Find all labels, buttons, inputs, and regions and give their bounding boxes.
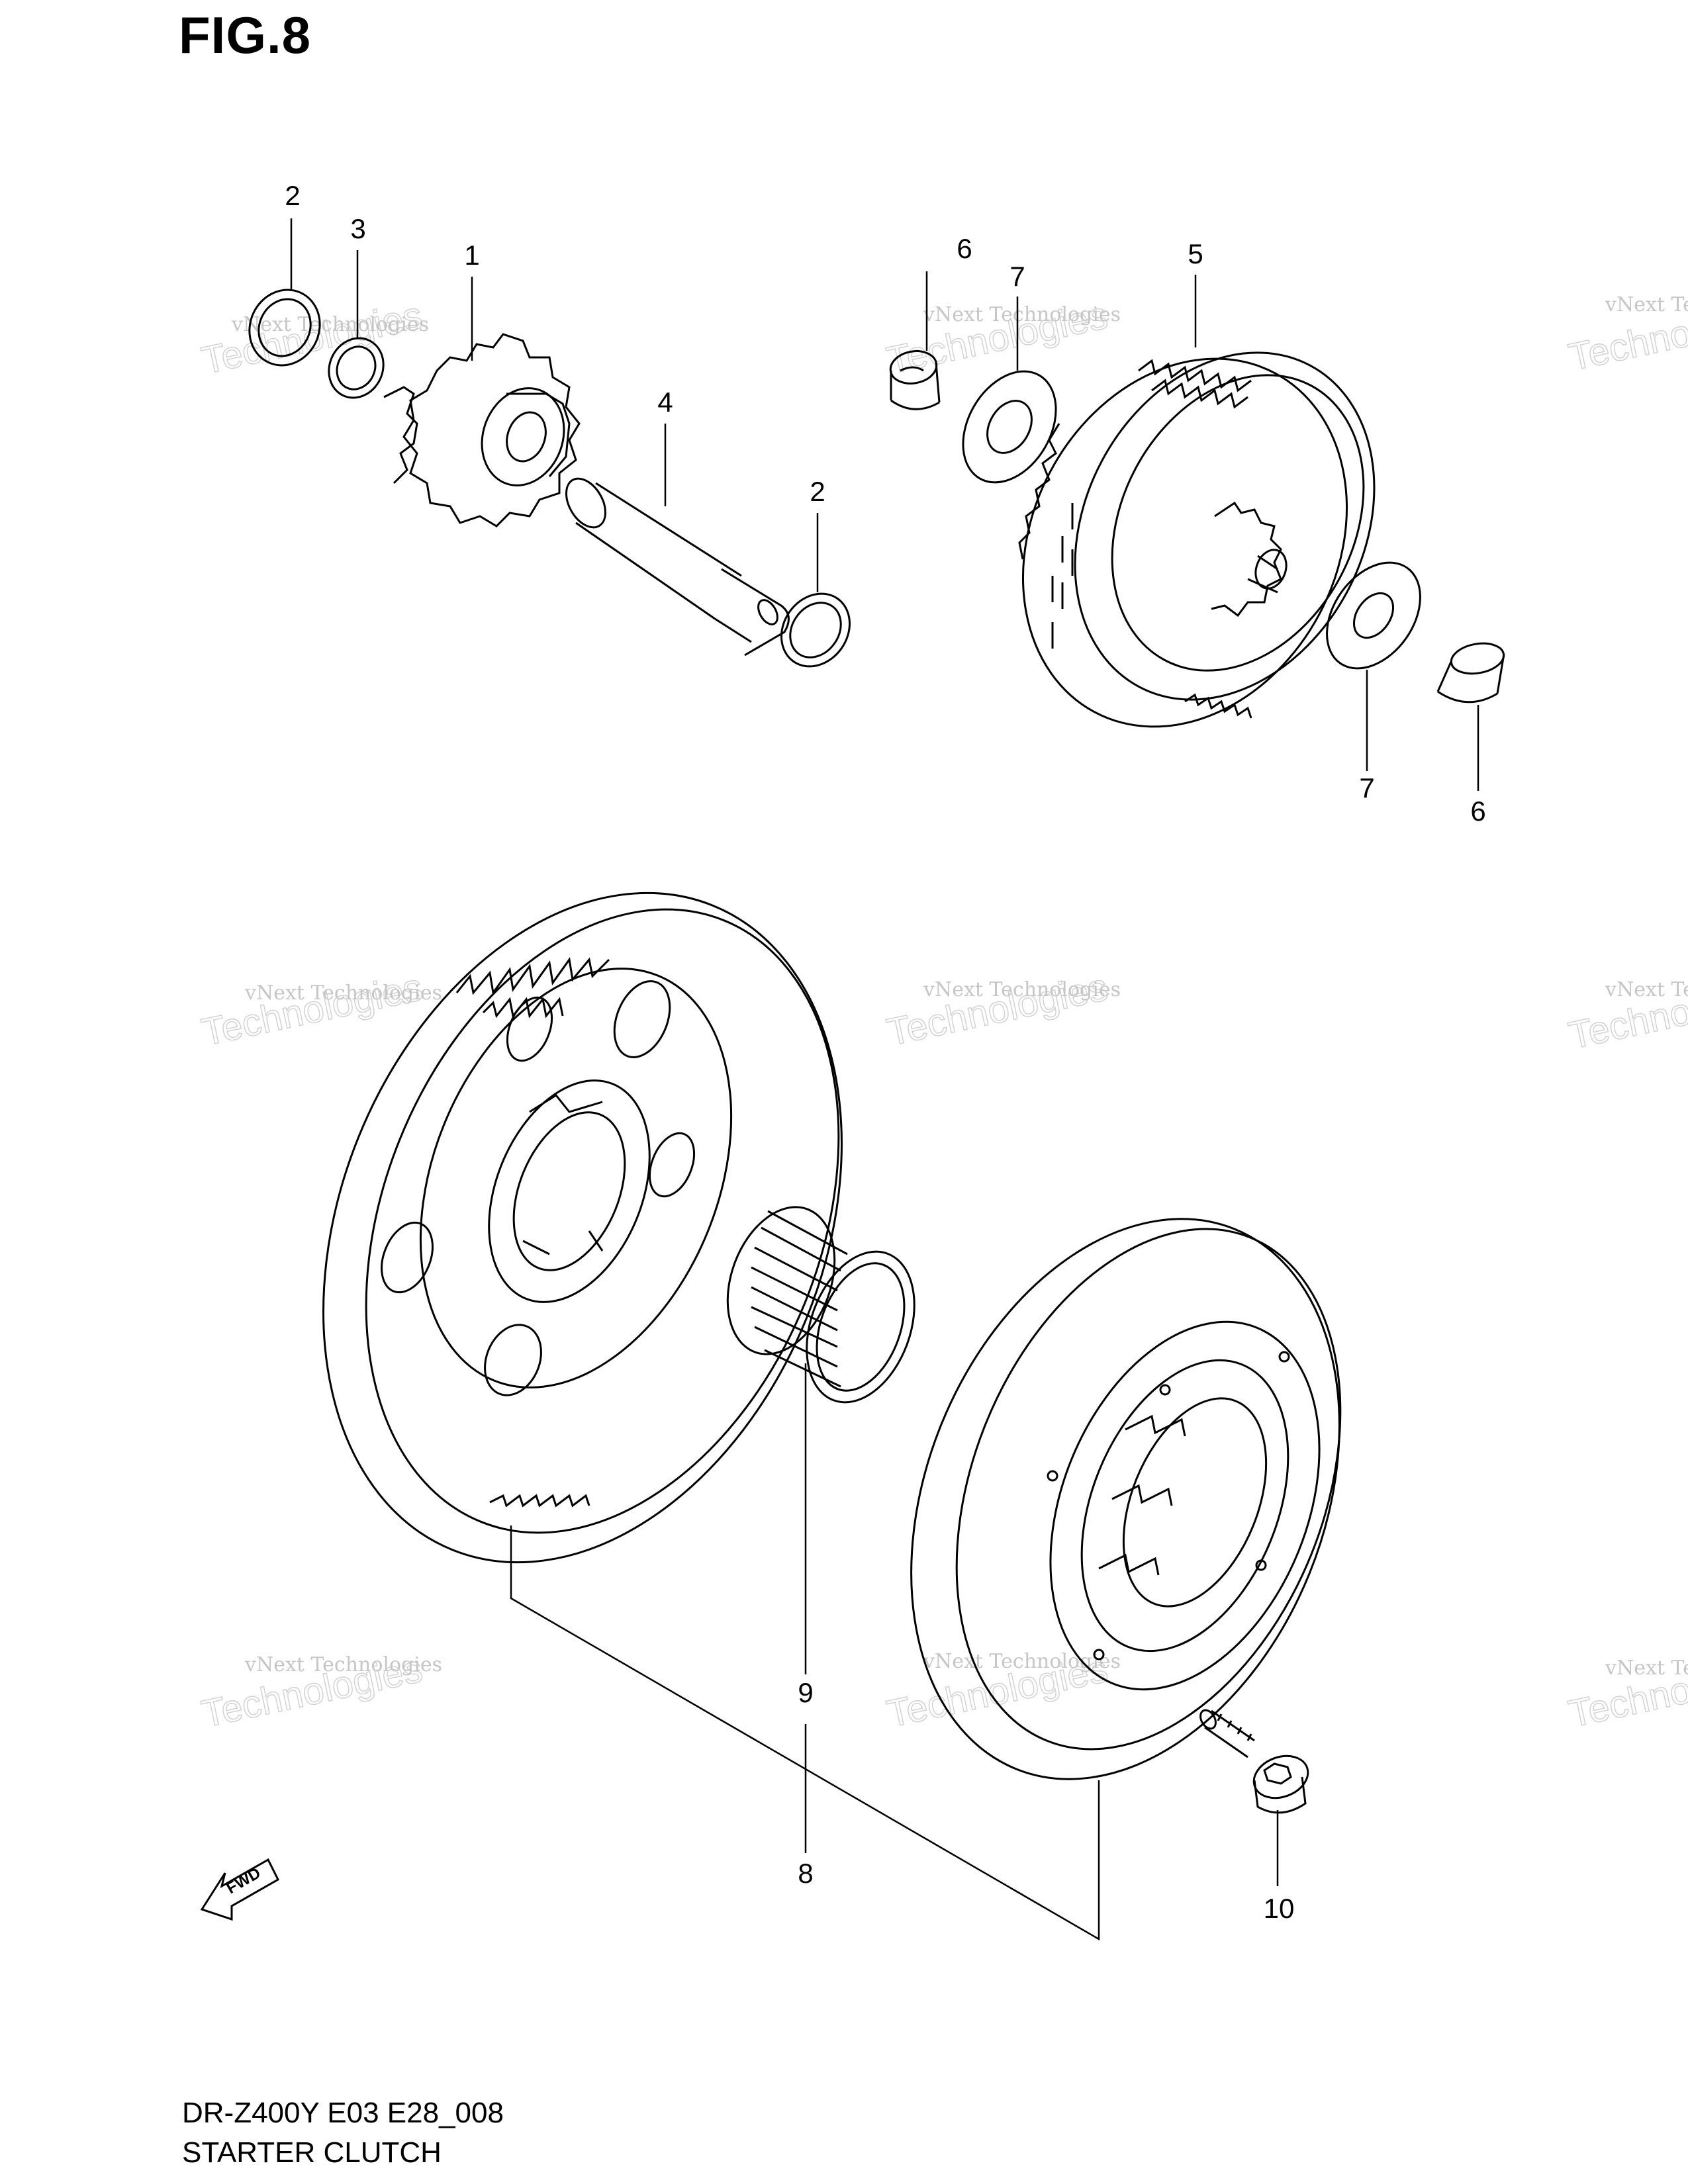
part-7-washer-top [962, 370, 1057, 484]
callout-labels: 2 3 1 4 2 6 7 5 7 6 9 8 10 [285, 180, 1485, 1924]
figure-title: FIG.8 [179, 6, 312, 64]
part-8-starter-driven-gear [322, 891, 843, 1564]
watermark-7: vNext Technologies Technologies [197, 1647, 442, 1736]
fwd-direction-arrow: FWD [200, 1858, 279, 1921]
callout-7: 7 [1009, 261, 1025, 292]
watermark-text: vNext Technologies [923, 1650, 1121, 1673]
watermark-6: vNext Technologies Technologies [1564, 968, 1688, 1058]
watermark-text: vNext Technologies [231, 313, 429, 336]
callout-3: 3 [350, 213, 365, 244]
part-6-bushing-top [889, 350, 941, 410]
watermark-text: vNext Technologies [1605, 1657, 1688, 1680]
part-1-starter-idle-gear [383, 333, 581, 527]
callout-1: 1 [464, 240, 479, 271]
part-3-washer [328, 337, 385, 399]
leader-lines [290, 218, 1479, 1941]
watermark-text: vNext Technologies [1605, 293, 1688, 316]
watermark-1: vNext Technologies Technologies [197, 293, 429, 383]
watermark-8: vNext Technologies Technologies [882, 1647, 1121, 1736]
watermark-logo: Technologies [198, 966, 426, 1054]
watermark-text: vNext Technologies [1605, 978, 1688, 1001]
callout-4: 4 [657, 387, 673, 418]
watermark-text: vNext Technologies [244, 981, 442, 1005]
watermark-9: vNext Technologies Technologies [1564, 1647, 1688, 1736]
callout-8: 8 [798, 1858, 813, 1889]
watermarks: vNext Technologies Technologies vNext Te… [197, 290, 1688, 1736]
part-6-bushing-bottom [1436, 642, 1505, 704]
watermark-logo: Technologies [198, 294, 426, 383]
callout-2: 2 [810, 476, 825, 507]
callout-6: 6 [957, 233, 972, 264]
callout-7: 7 [1359, 772, 1374, 803]
part-2-circlip-right [780, 592, 851, 668]
callout-9: 9 [798, 1677, 813, 1708]
watermark-text: vNext Technologies [244, 1653, 442, 1676]
fwd-label: FWD [224, 1864, 264, 1897]
watermark-5: vNext Technologies Technologies [882, 965, 1121, 1054]
part-5-starter-driven-gear-assembly [1018, 351, 1376, 728]
part-2-circlip-left [248, 289, 321, 367]
part-8-starter-clutch-body [910, 1218, 1342, 1780]
callout-5: 5 [1188, 238, 1203, 269]
watermark-4: vNext Technologies Technologies [197, 965, 442, 1054]
watermark-text: vNext Technologies [923, 978, 1121, 1001]
watermark-3: vNext Technologies Technologies [1564, 290, 1688, 379]
part-4-idle-gear-shaft [565, 477, 790, 657]
model-code: DR-Z400Y E03 E28_008 [182, 2097, 504, 2129]
assembly-name: STARTER CLUTCH [182, 2136, 442, 2169]
watermark-text: vNext Technologies [923, 303, 1121, 326]
callout-2: 2 [285, 180, 300, 211]
part-9-needle-bearing [726, 1206, 915, 1404]
part-7-washer-bottom [1326, 561, 1421, 670]
part-10-bolt [1199, 1709, 1309, 1814]
callout-10: 10 [1264, 1893, 1295, 1924]
callout-6: 6 [1470, 796, 1485, 827]
